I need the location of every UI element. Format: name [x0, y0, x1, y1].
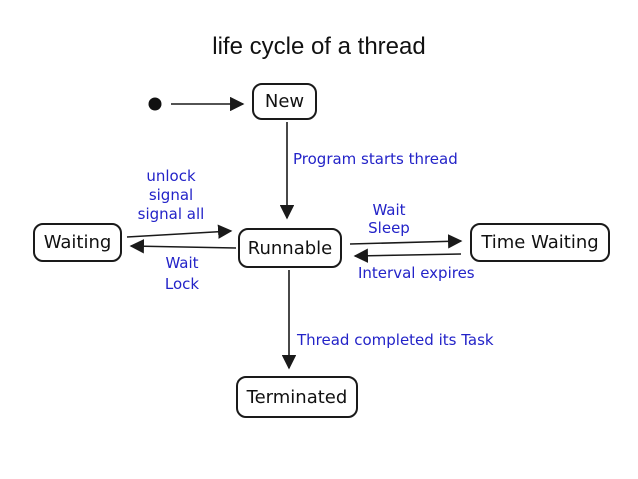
- state-terminated: Terminated: [236, 376, 358, 418]
- transition-label-program-starts-thread: Program starts thread: [293, 150, 458, 168]
- state-time-waiting: Time Waiting: [470, 223, 610, 262]
- state-waiting: Waiting: [33, 223, 122, 262]
- label-line: Sleep: [368, 219, 410, 237]
- start-state-dot: [148, 97, 162, 111]
- arrow-runnable-to-time-waiting: [349, 234, 463, 249]
- label-line: signal: [148, 186, 194, 204]
- state-time-waiting-label: Time Waiting: [481, 232, 599, 253]
- label-line: Wait: [372, 201, 406, 219]
- transition-label-wait-sleep: Wait Sleep: [353, 201, 425, 237]
- label-line: unlock: [146, 167, 196, 185]
- diagram-title: life cycle of a thread: [212, 33, 426, 60]
- transition-label-wait-lock: Wait Lock: [148, 253, 216, 295]
- transition-label-interval-expires: Interval expires: [358, 264, 475, 282]
- state-new: New: [252, 83, 317, 120]
- label-line: Wait: [165, 254, 199, 272]
- state-waiting-label: Waiting: [43, 232, 112, 253]
- transition-label-thread-completed: Thread completed its Task: [297, 331, 494, 349]
- arrow-runnable-to-waiting: [129, 239, 237, 254]
- arrow-waiting-to-runnable: [126, 224, 233, 239]
- label-line: signal all: [137, 205, 205, 223]
- arrow-time-waiting-to-runnable: [353, 248, 462, 263]
- state-new-label: New: [264, 91, 305, 112]
- state-terminated-label: Terminated: [246, 386, 348, 408]
- state-runnable: Runnable: [238, 228, 342, 268]
- label-line: Lock: [164, 275, 200, 293]
- state-runnable-label: Runnable: [247, 237, 333, 259]
- transition-label-unlock-signal: unlock signal signal all: [128, 167, 214, 224]
